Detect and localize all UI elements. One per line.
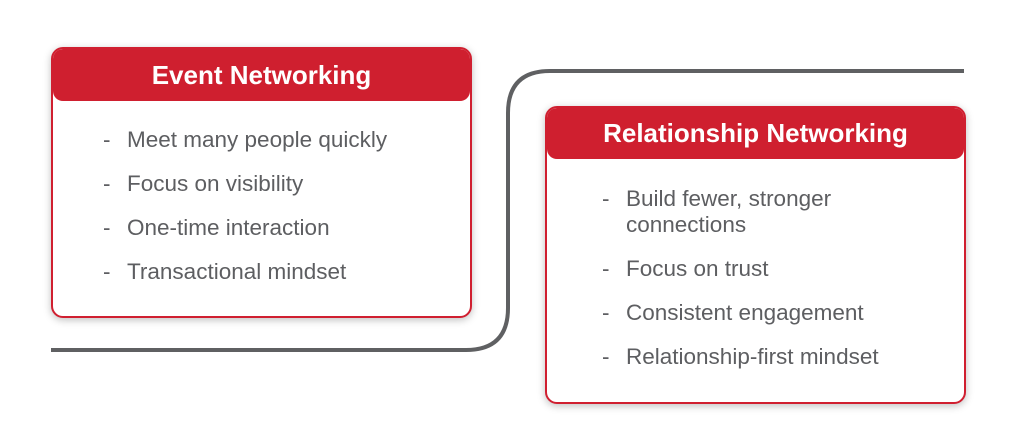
list-item: -Relationship-first mindset	[602, 344, 879, 369]
event-networking-card: Event Networking -Meet many people quick…	[51, 47, 472, 318]
connector-path	[51, 69, 964, 352]
list-item: -One-time interaction	[103, 215, 330, 240]
list-item: -Consistent engagement	[602, 300, 864, 325]
list-item: -Focus on trust	[602, 256, 769, 281]
relationship-list: -Build fewer, stronger connections -Focu…	[602, 186, 879, 388]
list-item: -Meet many people quickly	[103, 127, 388, 152]
list-item: -Build fewer, stronger connections	[602, 186, 832, 237]
list-item: -Transactional mindset	[103, 259, 347, 284]
card-title: Event Networking	[53, 49, 470, 101]
relationship-networking-card: Relationship Networking -Build fewer, st…	[545, 106, 966, 404]
card-title: Relationship Networking	[547, 108, 964, 159]
list-item: -Focus on visibility	[103, 171, 304, 196]
event-list: -Meet many people quickly -Focus on visi…	[103, 127, 387, 303]
